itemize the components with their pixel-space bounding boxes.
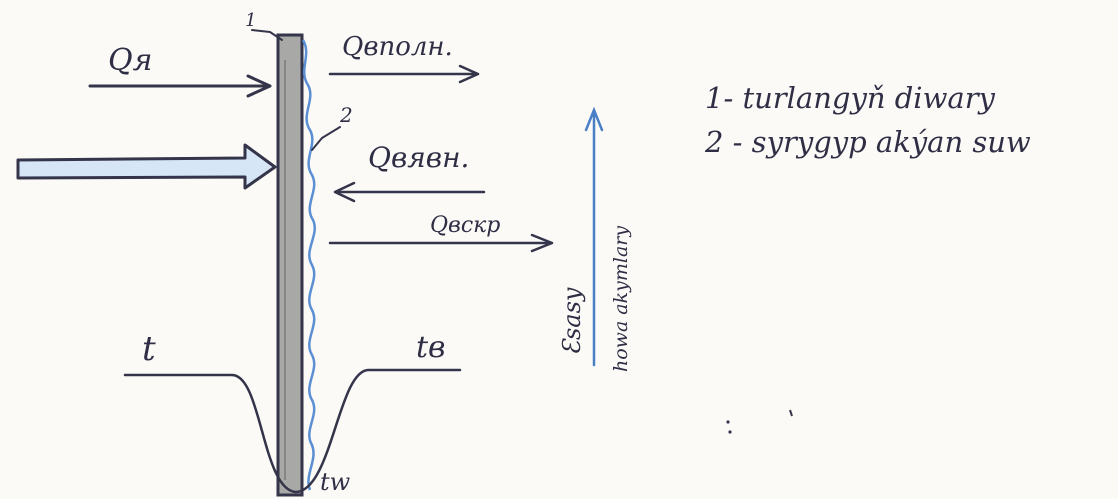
marker-1-leader	[251, 29, 283, 41]
airflow-epsilon-label: Ɛsasy	[558, 287, 586, 355]
t-left-label: t	[142, 329, 156, 369]
airflow-text-label: howa akymlary	[610, 226, 632, 372]
q-vyavn-arrow	[333, 181, 486, 203]
q-vyavn-label: Qвявн.	[368, 141, 469, 174]
stray-mark	[728, 430, 732, 434]
q-ya-arrow	[88, 74, 272, 98]
marker-1: 1	[245, 10, 256, 31]
temperature-profile-curve	[123, 368, 462, 494]
q-vskr-label: Qвскр	[430, 213, 500, 238]
wall	[276, 33, 304, 497]
t-right-label: tв	[416, 330, 446, 365]
legend-item-1: 1- turlangyň diwary	[705, 81, 996, 115]
marker-2: 2	[339, 103, 353, 127]
water-film	[301, 39, 316, 491]
q-ya-label: Qя	[108, 43, 152, 78]
marker-2-leader	[311, 126, 341, 151]
q-vpoln-label: Qвполн.	[342, 32, 453, 62]
legend-item-2: 2 - syrygyp akýan suw	[704, 125, 1031, 159]
airflow-arrow	[584, 106, 604, 367]
stray-mark	[789, 409, 793, 417]
t-wall-label: tw	[320, 468, 351, 496]
stray-mark	[726, 420, 730, 424]
incoming-flux-big-arrow	[16, 143, 277, 190]
q-vpoln-arrow	[328, 64, 480, 84]
q-vskr-arrow	[328, 233, 554, 253]
